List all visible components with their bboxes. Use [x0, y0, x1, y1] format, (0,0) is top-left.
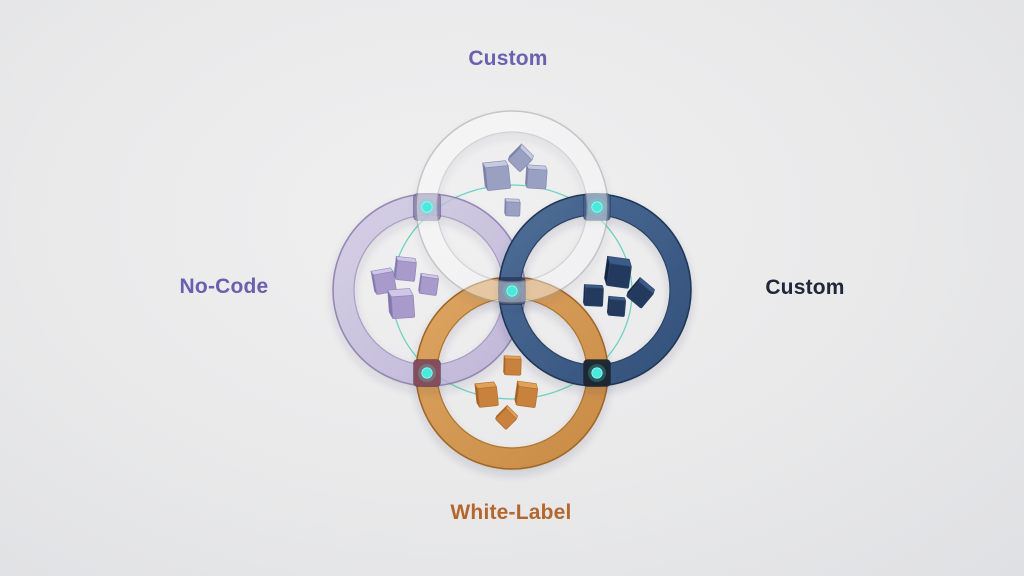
- cube-icon: [495, 404, 519, 430]
- cube-icon: [370, 267, 397, 295]
- cubes-no-code-icon: [370, 256, 440, 320]
- node-dot-icon: [591, 367, 603, 379]
- cube-icon: [507, 143, 534, 172]
- node-dot-icon: [591, 201, 603, 213]
- ring-custom-glass-ring: [415, 110, 609, 304]
- node-dot-icon: [421, 367, 433, 379]
- label-bottom-white-label: White-Label: [450, 501, 572, 524]
- cubes-custom-code-icon: [583, 255, 655, 317]
- label-right-custom: Custom: [765, 276, 845, 299]
- cube-icon: [583, 284, 604, 307]
- cube-icon: [474, 381, 499, 408]
- node-dot-icon: [421, 201, 433, 213]
- cube-icon: [503, 355, 522, 376]
- cube-icon: [525, 164, 548, 190]
- cube-icon: [606, 295, 627, 317]
- cube-icon: [418, 272, 440, 296]
- junction-dots: [418, 198, 606, 382]
- node-dot-icon: [506, 285, 518, 297]
- cube-icon: [504, 198, 521, 217]
- cubes-white-label-icon: [474, 355, 539, 430]
- cube-icon: [514, 380, 539, 408]
- cube-icon: [393, 256, 417, 282]
- cube-icon: [482, 160, 511, 191]
- cubes-custom-glass-icon: [482, 143, 548, 217]
- cube-icon: [387, 288, 416, 320]
- label-left-no-code: No-Code: [179, 275, 269, 298]
- label-top-custom: Custom: [468, 47, 548, 70]
- cube-icon: [626, 276, 655, 309]
- cube-icon: [604, 255, 632, 289]
